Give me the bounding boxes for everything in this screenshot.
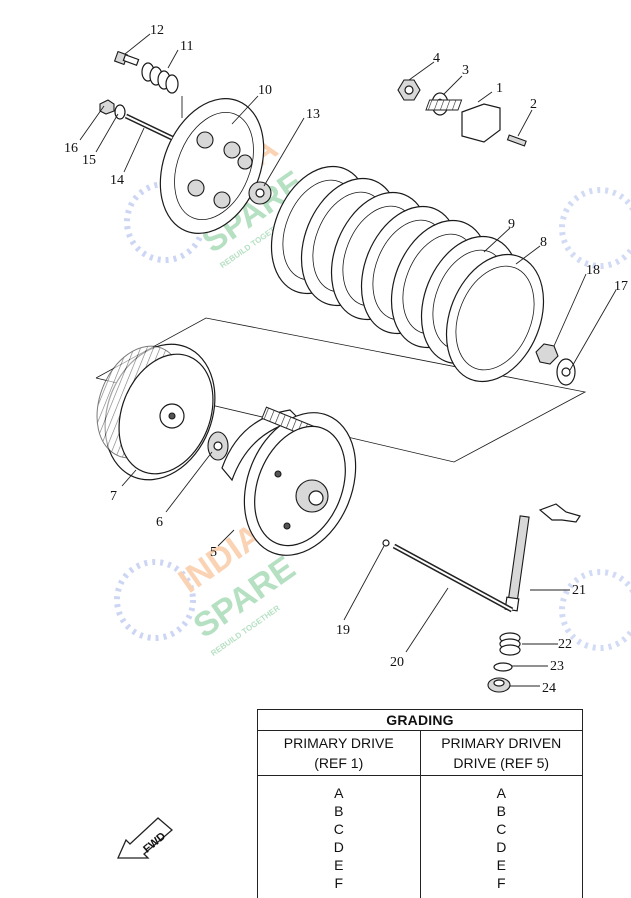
fwd-arrow-icon: FWD — [116, 817, 173, 859]
grade-item: E — [496, 857, 506, 873]
callout-numbers: 1 2 3 4 5 6 7 8 9 10 11 12 13 14 15 16 1… — [64, 23, 628, 696]
callout-17: 17 — [614, 279, 628, 294]
push-rod — [382, 539, 514, 613]
callout-6: 6 — [156, 515, 163, 530]
callout-2: 2 — [530, 97, 537, 112]
callout-24: 24 — [542, 681, 556, 696]
clutch-plates — [270, 165, 545, 383]
callout-16: 16 — [64, 141, 78, 156]
callout-22: 22 — [558, 637, 572, 652]
grade-item: D — [496, 839, 507, 855]
primary-driven-header: PRIMARY DRIVEN DRIVE (REF 5) — [419, 730, 583, 776]
lock-nut — [535, 343, 576, 386]
clutch-boss — [96, 343, 216, 481]
grading-table: GRADING PRIMARY DRIVE (REF 1) PRIMARY DR… — [257, 709, 583, 898]
callout-23: 23 — [550, 659, 564, 674]
callout-9: 9 — [508, 217, 515, 232]
callout-11: 11 — [180, 39, 193, 54]
grade-item: C — [496, 821, 507, 837]
grade-item: F — [496, 875, 506, 891]
primary-driven-header-line2: DRIVE (REF 5) — [453, 755, 550, 771]
callout-1: 1 — [496, 81, 503, 96]
callout-7: 7 — [110, 489, 117, 504]
primary-drive-header-line1: PRIMARY DRIVE — [283, 735, 394, 751]
callout-15: 15 — [82, 153, 96, 168]
grade-item: F — [334, 875, 344, 891]
grade-item: C — [333, 821, 344, 837]
primary-drive-gear — [397, 79, 527, 147]
primary-drive-header: PRIMARY DRIVE (REF 1) — [257, 730, 421, 776]
callout-20: 20 — [390, 655, 404, 670]
callout-8: 8 — [540, 235, 547, 250]
grade-item: B — [334, 803, 344, 819]
clutch-housing — [221, 406, 357, 556]
grade-item: E — [334, 857, 344, 873]
callout-10: 10 — [258, 83, 272, 98]
grade-item: A — [496, 785, 506, 801]
bearing — [248, 181, 272, 205]
leader-lines — [79, 33, 617, 687]
callout-21: 21 — [572, 583, 586, 598]
callout-14: 14 — [110, 173, 124, 188]
primary-driven-header-line1: PRIMARY DRIVEN — [441, 735, 562, 751]
grade-item: B — [496, 803, 506, 819]
pressure-plate — [159, 98, 265, 234]
grade-item: D — [333, 839, 344, 855]
lock-washer — [207, 431, 229, 461]
primary-drive-header-line2: (REF 1) — [314, 755, 364, 771]
clutch-spring — [141, 62, 179, 94]
primary-driven-grades: A B C D E F — [419, 775, 583, 898]
grade-item: A — [334, 785, 344, 801]
push-rod-assembly — [99, 99, 174, 141]
callout-13: 13 — [306, 107, 320, 122]
callout-5: 5 — [210, 545, 217, 560]
callout-3: 3 — [462, 63, 469, 78]
watermark-right — [559, 187, 631, 651]
callout-4: 4 — [433, 51, 440, 66]
callout-12: 12 — [150, 23, 164, 38]
callout-18: 18 — [586, 263, 600, 278]
primary-drive-grades: A B C D E F — [257, 775, 421, 898]
callout-19: 19 — [336, 623, 350, 638]
grading-title: GRADING — [257, 709, 583, 731]
bolt — [113, 50, 140, 66]
